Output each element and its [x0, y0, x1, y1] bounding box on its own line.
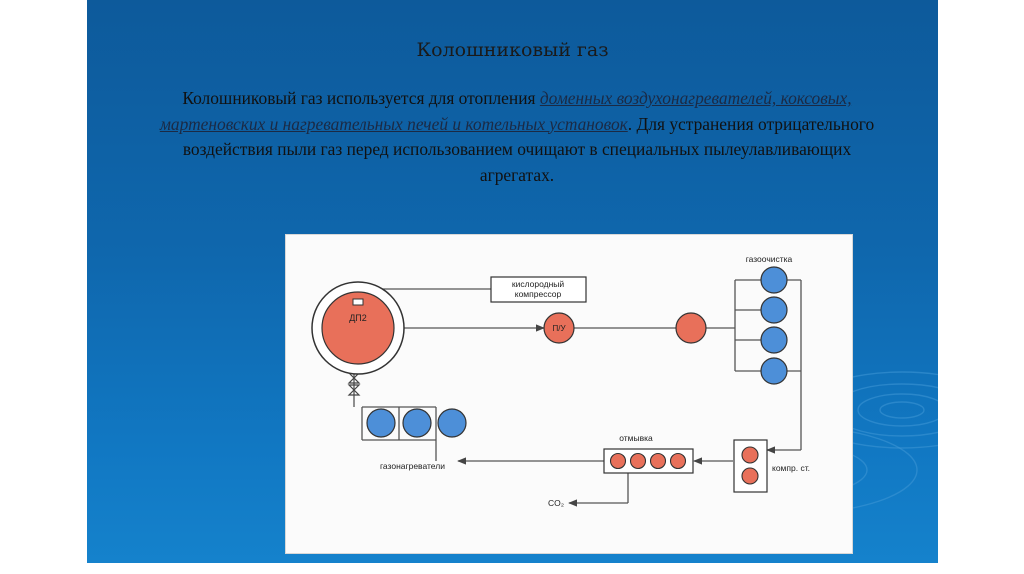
washing-unit: [629, 452, 647, 470]
gas-heater-unit: [437, 408, 467, 438]
dust-unit-label: П/У: [552, 324, 566, 333]
compressor-station-label: компр. ст.: [772, 463, 810, 473]
oxygen-compressor-label-1: кислородный: [512, 279, 565, 289]
slide-title: Колошниковый газ: [416, 39, 609, 61]
slide-background: Колошниковый газ Колошниковый газ исполь…: [87, 0, 938, 563]
gas-cleaning-label: газоочистка: [746, 254, 793, 264]
slide-paragraph: Колошниковый газ используется для отопле…: [157, 86, 877, 188]
oxygen-compressor-label-2: компрессор: [515, 289, 562, 299]
blast-furnace: [311, 281, 405, 375]
process-diagram: ДП2 кислородный компрессор П/У газоочист…: [285, 234, 853, 554]
gas-cleaning-unit: [760, 326, 788, 354]
paragraph-link[interactable]: доменных воздухонагревателей, коксовых, …: [159, 88, 852, 134]
gas-heater-unit: [366, 408, 396, 438]
paragraph-text-start: Колошниковый газ используется для отопле…: [182, 88, 540, 108]
washing-unit: [649, 452, 667, 470]
intermediate-unit: [675, 312, 707, 344]
gas-heaters-label: газонагреватели: [380, 461, 445, 471]
gas-cleaning-unit: [760, 266, 788, 294]
washing-unit: [669, 452, 687, 470]
compressor-unit: [741, 467, 759, 485]
gas-cleaning-unit: [760, 296, 788, 324]
co2-label: CO₂: [548, 498, 564, 508]
oxygen-compressor-box: [490, 276, 587, 303]
gas-cleaning-unit: [760, 357, 788, 385]
paragraph-text-end: . Для устранения отрицательного воздейст…: [182, 113, 875, 185]
compressor-unit: [741, 446, 759, 464]
dust-catcher-unit: [543, 312, 575, 344]
furnace-label: ДП2: [349, 313, 367, 323]
gas-heater-unit: [402, 408, 432, 438]
washing-unit: [609, 452, 627, 470]
washing-label: отмывка: [619, 433, 653, 443]
gas-cleaning-units: [760, 266, 788, 385]
